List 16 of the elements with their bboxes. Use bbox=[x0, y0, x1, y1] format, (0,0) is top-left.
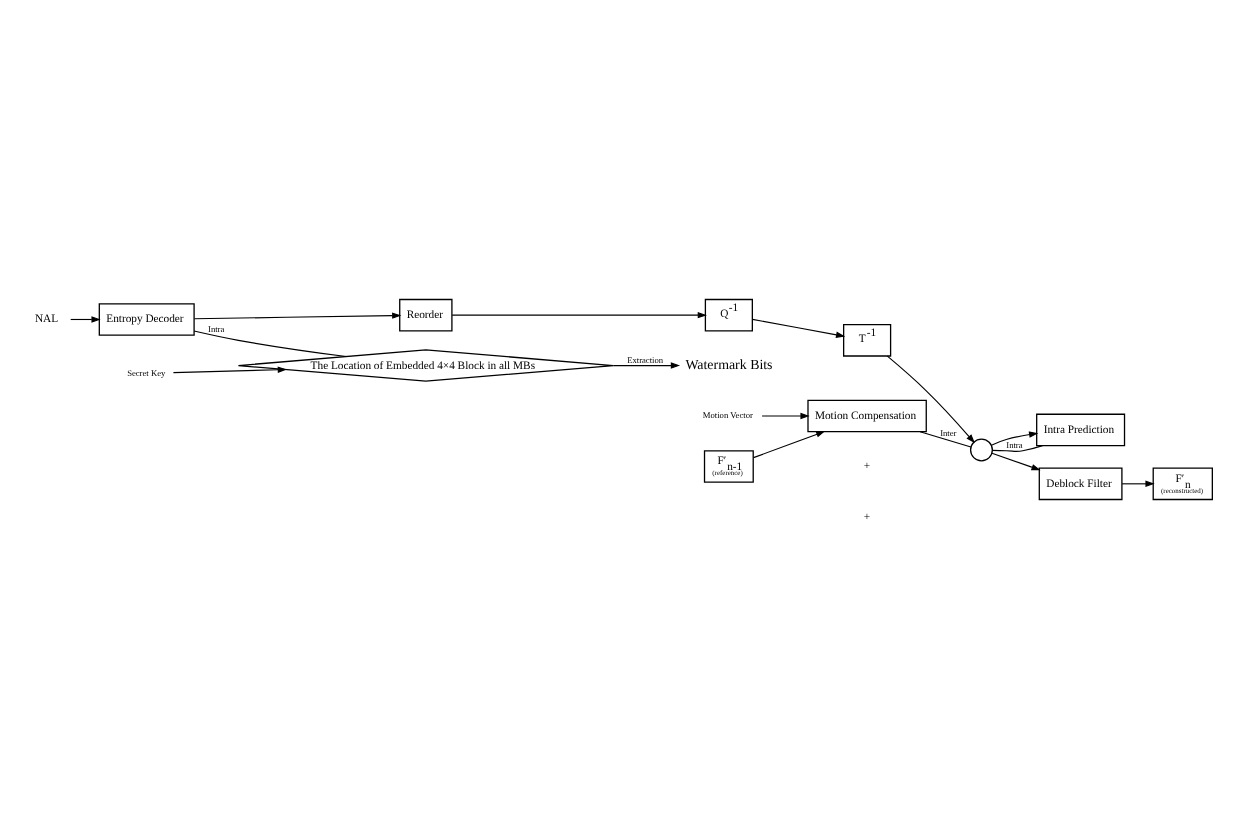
arrow bbox=[172, 366, 287, 374]
arrow bbox=[193, 312, 402, 320]
arrow bbox=[752, 318, 846, 338]
arrow bbox=[70, 316, 101, 323]
arrow bbox=[752, 431, 826, 459]
arrow bbox=[886, 355, 975, 444]
arrow bbox=[451, 311, 707, 319]
connector bbox=[991, 445, 1044, 452]
arrow bbox=[1121, 480, 1155, 488]
arrow bbox=[991, 452, 1041, 471]
arrow bbox=[761, 412, 810, 420]
node-circle bbox=[969, 438, 993, 462]
arrow bbox=[990, 431, 1039, 446]
connector bbox=[919, 431, 972, 448]
arrow bbox=[612, 362, 681, 369]
connector bbox=[193, 330, 347, 358]
